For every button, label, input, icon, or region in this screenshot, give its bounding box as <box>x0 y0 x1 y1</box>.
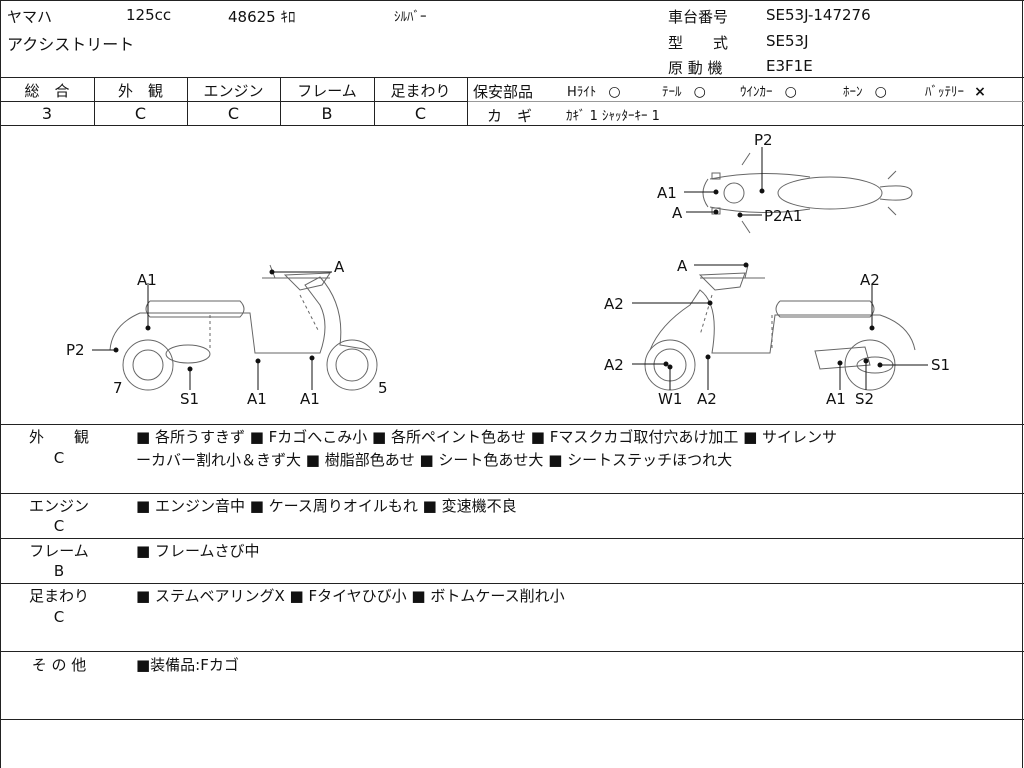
safety-item-horn: ﾎｰﾝ ○ <box>843 81 887 100</box>
grade-frame-label: フレーム <box>297 82 357 100</box>
label-right-a2d: A2 <box>697 390 717 408</box>
grade-suspension-label: 足まわり <box>390 82 451 100</box>
label-top-p2: P2 <box>754 131 773 149</box>
section-suspension-grade: C <box>53 608 65 626</box>
divider-grades <box>0 125 1024 126</box>
border-left <box>0 0 1 768</box>
section-engine-grade: C <box>53 517 65 535</box>
section-engine-head: エンジン <box>28 497 89 515</box>
safety-item-label: ｳｲﾝｶｰ <box>740 85 773 100</box>
safety-item-headlight: Hﾗｲﾄ ○ <box>567 81 621 100</box>
grade-sep-3 <box>280 77 281 125</box>
displacement: 125cc <box>126 6 172 24</box>
grade-sep-5 <box>467 77 468 125</box>
section-exterior-grade: C <box>53 449 65 467</box>
label-left-p2: P2 <box>66 341 85 359</box>
grade-frame: B <box>321 104 333 123</box>
safety-item-label: ﾊﾞｯﾃﾘｰ <box>925 85 964 100</box>
label-top-a: A <box>672 204 683 222</box>
key-label: カ ギ <box>487 107 533 125</box>
label-left-7: 7 <box>113 379 123 397</box>
divider-sec-2 <box>0 538 1024 539</box>
grade-suspension: C <box>414 104 427 123</box>
label-left-a1c: A1 <box>300 390 320 408</box>
safety-item-battery: ﾊﾞｯﾃﾘｰ × <box>925 81 986 100</box>
grade-engine: C <box>227 104 240 123</box>
divider-sec-4 <box>0 651 1024 652</box>
model-name: アクシストリート <box>7 35 135 54</box>
safety-item-mark: ○ <box>784 84 797 100</box>
safety-item-mark: ○ <box>608 84 621 100</box>
mileage: 48625 ｷﾛ <box>228 8 296 26</box>
divider-sec-5 <box>0 719 1024 720</box>
divider-diagram <box>0 424 1024 425</box>
scooter-right-view <box>644 264 916 391</box>
safety-item-tail: ﾃｰﾙ ○ <box>662 81 706 100</box>
safety-label: 保安部品 <box>473 83 534 101</box>
divider-sec-3 <box>0 583 1024 584</box>
section-exterior-line-1: ■ 各所うすきず ■ Fカゴへこみ小 ■ 各所ペイント色あせ ■ Fマスクカゴ取… <box>136 428 838 446</box>
grade-sep-2 <box>187 77 188 125</box>
section-exterior-line-2: ーカバー割れ小＆きず大 ■ 樹脂部色あせ ■ シート色あせ大 ■ シートステッチ… <box>136 451 733 469</box>
section-exterior-head: 外 観 <box>28 428 89 446</box>
border-right <box>1022 0 1023 768</box>
label-right-a: A <box>677 257 688 275</box>
section-frame-grade: B <box>53 562 65 580</box>
safety-item-label: ﾎｰﾝ <box>843 85 863 100</box>
scooter-top-view <box>702 152 913 234</box>
scooter-left-view <box>109 264 378 391</box>
frame-no-label: 車台番号 <box>668 8 729 26</box>
engine-label: 原 動 機 <box>668 59 723 77</box>
section-other-head: そ の 他 <box>31 656 87 674</box>
label-left-5: 5 <box>378 379 388 397</box>
safety-item-mark: × <box>974 84 986 100</box>
label-left-s1: S1 <box>180 390 199 408</box>
label-right-a1: A1 <box>826 390 846 408</box>
safety-item-label: Hﾗｲﾄ <box>567 85 597 100</box>
label-top-p2a1: P2A1 <box>764 207 802 225</box>
type-label: 型 式 <box>668 34 729 52</box>
grade-total: 3 <box>41 104 53 123</box>
engine-value: E3F1E <box>766 57 813 75</box>
damage-diagram: P2 A1 A P2A1 A1 A P2 7 S1 A1 A1 5 A A2 A… <box>66 131 950 408</box>
safety-item-label: ﾃｰﾙ <box>662 85 682 100</box>
label-left-a1: A1 <box>137 271 157 289</box>
section-suspension-line-1: ■ ステムベアリングX ■ Fタイヤひび小 ■ ボトムケース削れ小 <box>136 587 565 605</box>
section-frame-line-1: ■ フレームさび中 <box>136 542 260 560</box>
grade-exterior: C <box>134 104 147 123</box>
label-right-a2b: A2 <box>860 271 880 289</box>
key-value: ｶｷﾞ 1 ｼｬｯﾀｰｷｰ 1 <box>566 109 660 124</box>
label-right-s1: S1 <box>931 356 950 374</box>
color: ｼﾙﾊﾞｰ <box>394 10 427 25</box>
maker: ヤマハ <box>7 8 53 26</box>
grade-sep-4 <box>374 77 375 125</box>
safety-item-mark: ○ <box>874 84 887 100</box>
grade-exterior-label: 外 観 <box>117 82 163 100</box>
border-top <box>0 0 1024 1</box>
label-right-s2: S2 <box>855 390 874 408</box>
grade-total-label: 総 合 <box>24 82 70 100</box>
divider-safety-row <box>468 101 1024 102</box>
divider-grade-row <box>0 101 468 102</box>
label-right-a2c: A2 <box>604 356 624 374</box>
grade-sep-1 <box>94 77 95 125</box>
safety-item-mark: ○ <box>693 84 706 100</box>
label-right-w1: W1 <box>658 390 682 408</box>
grade-engine-label: エンジン <box>203 82 264 100</box>
section-engine-line-1: ■ エンジン音中 ■ ケース周りオイルもれ ■ 変速機不良 <box>136 497 517 515</box>
divider-header <box>0 77 1024 78</box>
label-top-a1: A1 <box>657 184 677 202</box>
section-other-line-1: ■装備品:Fカゴ <box>136 656 239 674</box>
divider-sec-1 <box>0 493 1024 494</box>
label-left-a: A <box>334 258 345 276</box>
type-value: SE53J <box>766 32 809 50</box>
label-right-a2a: A2 <box>604 295 624 313</box>
section-suspension-head: 足まわり <box>28 587 89 605</box>
safety-item-winker: ｳｲﾝｶｰ ○ <box>740 81 797 100</box>
section-frame-head: フレーム <box>29 542 89 560</box>
label-left-a1b: A1 <box>247 390 267 408</box>
frame-no: SE53J-147276 <box>766 6 871 24</box>
